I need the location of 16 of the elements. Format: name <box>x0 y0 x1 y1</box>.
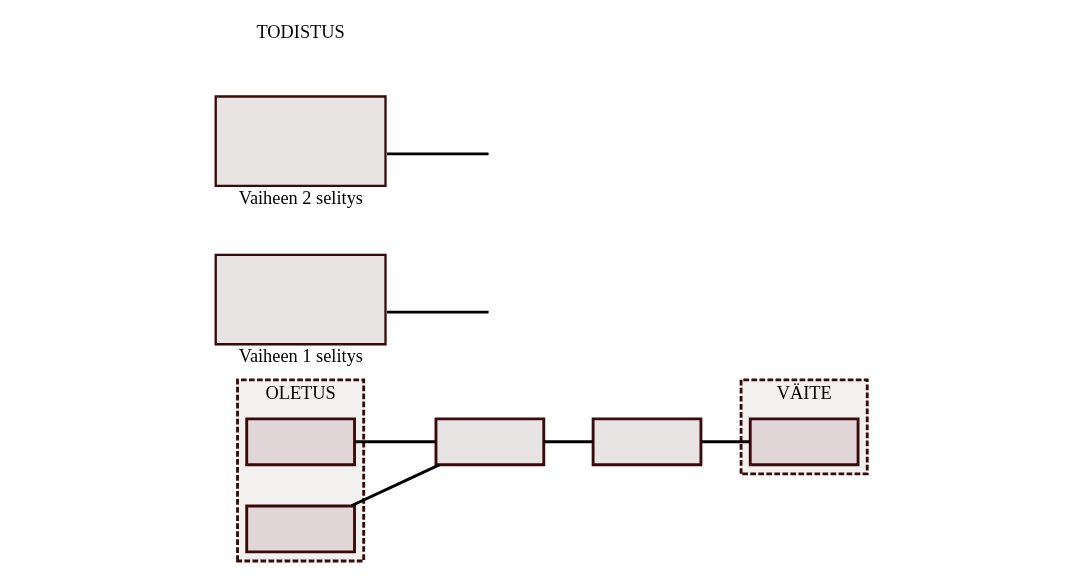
cluster: VÄITE <box>739 378 869 476</box>
node-box <box>245 504 356 554</box>
connector <box>354 440 436 444</box>
label: TODISTUS <box>256 21 345 42</box>
cluster: OLETUS <box>236 378 366 563</box>
node-box <box>591 417 703 467</box>
connector <box>543 440 593 444</box>
connector <box>350 463 440 508</box>
node-box <box>434 417 546 467</box>
node-box <box>748 417 860 467</box>
connector <box>387 310 489 314</box>
node-box <box>245 417 356 467</box>
node-label: Vaiheen 1 selitys <box>238 346 363 367</box>
connector <box>387 152 489 156</box>
connector <box>701 440 750 444</box>
node-label: Vaiheen 2 selitys <box>238 188 363 209</box>
